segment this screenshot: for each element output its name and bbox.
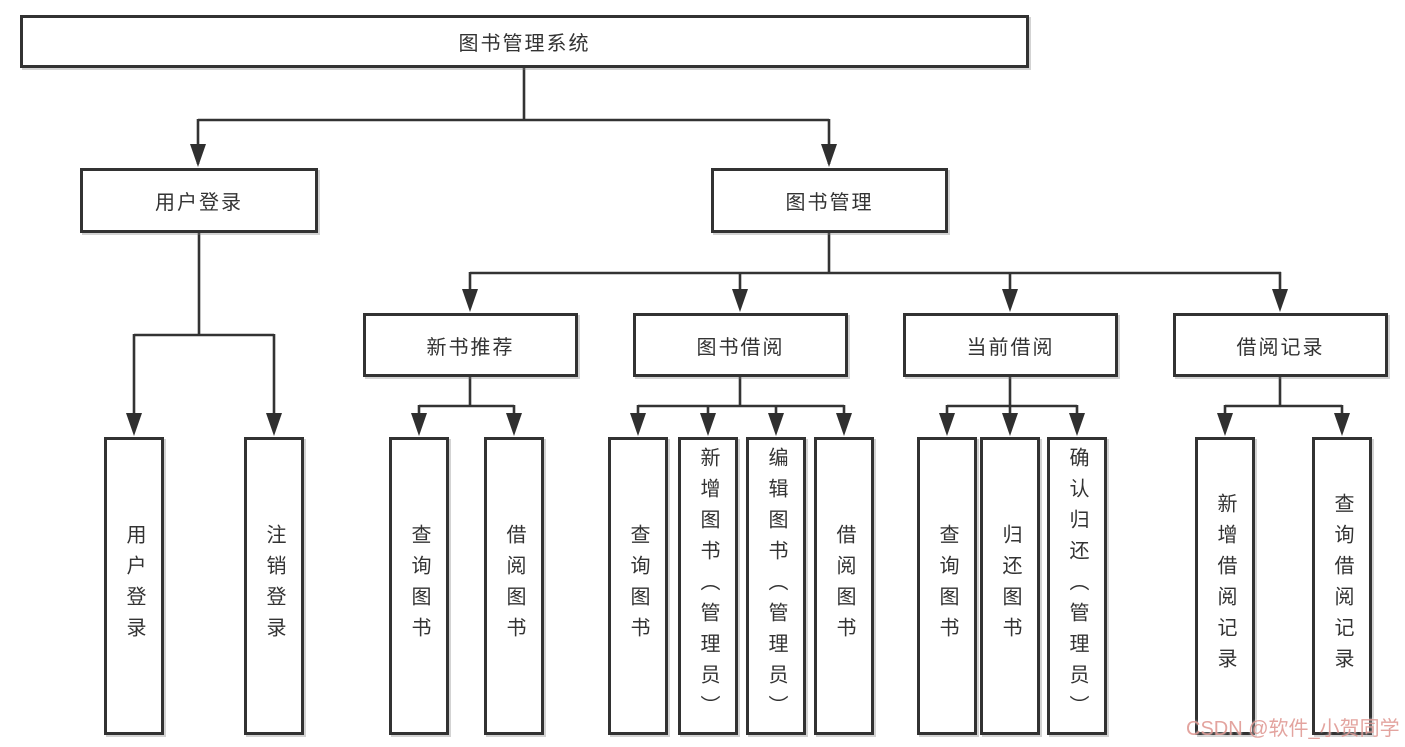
leaf-user-login-label: 用户登录 — [123, 524, 145, 648]
connector-user-login-children — [126, 232, 282, 436]
leaf-query-books-borrow-label: 查询图书 — [627, 524, 649, 648]
leaf-add-books-admin-label: 新增图书（管理员） — [697, 446, 719, 726]
connector-book-management-to-level3 — [462, 232, 1288, 312]
leaf-edit-books-admin: 编辑图书（管理员） — [746, 437, 806, 735]
leaf-add-borrow-record-label: 新增借阅记录 — [1214, 493, 1236, 679]
node-new-book-recommend: 新书推荐 — [363, 313, 578, 377]
leaf-add-books-admin: 新增图书（管理员） — [678, 437, 738, 735]
node-root: 图书管理系统 — [20, 15, 1029, 68]
leaf-add-borrow-record: 新增借阅记录 — [1195, 437, 1255, 735]
connector-root-to-level2 — [190, 68, 837, 167]
leaf-borrow-books-recommend: 借阅图书 — [484, 437, 544, 735]
leaf-query-books-current-label: 查询图书 — [936, 524, 958, 648]
leaf-query-books-recommend: 查询图书 — [389, 437, 449, 735]
leaf-query-books-current: 查询图书 — [917, 437, 977, 735]
leaf-return-books-label: 归还图书 — [999, 524, 1021, 648]
connector-book-borrow-children — [630, 376, 852, 436]
connector-new-book-recommend-children — [411, 376, 522, 436]
node-root-label: 图书管理系统 — [458, 33, 591, 55]
leaf-logout: 注销登录 — [244, 437, 304, 735]
connector-current-borrow-children — [939, 376, 1085, 436]
node-new-book-recommend-label: 新书推荐 — [426, 336, 515, 359]
node-current-borrow: 当前借阅 — [903, 313, 1118, 377]
node-user-login: 用户登录 — [80, 168, 318, 233]
leaf-logout-label: 注销登录 — [263, 524, 285, 648]
leaf-user-login: 用户登录 — [104, 437, 164, 735]
leaf-borrow-books-recommend-label: 借阅图书 — [503, 524, 525, 648]
connector-borrow-records-children — [1217, 376, 1350, 436]
leaf-return-books: 归还图书 — [980, 437, 1040, 735]
leaf-query-books-borrow: 查询图书 — [608, 437, 668, 735]
leaf-query-borrow-record: 查询借阅记录 — [1312, 437, 1372, 735]
node-current-borrow-label: 当前借阅 — [966, 336, 1055, 359]
node-book-management-label: 图书管理 — [785, 192, 874, 214]
node-user-login-label: 用户登录 — [155, 192, 243, 214]
node-borrow-records-label: 借阅记录 — [1236, 336, 1325, 359]
leaf-confirm-return-admin-label: 确认归还（管理员） — [1066, 446, 1088, 726]
leaf-query-books-recommend-label: 查询图书 — [408, 524, 430, 648]
leaf-borrow-books-label: 借阅图书 — [833, 524, 855, 648]
leaf-confirm-return-admin: 确认归还（管理员） — [1047, 437, 1107, 735]
leaf-edit-books-admin-label: 编辑图书（管理员） — [765, 446, 787, 726]
leaf-query-borrow-record-label: 查询借阅记录 — [1331, 493, 1353, 679]
leaf-borrow-books: 借阅图书 — [814, 437, 874, 735]
csdn-watermark: CSDN @软件_小贺同学 — [1186, 718, 1400, 740]
node-book-borrow: 图书借阅 — [633, 313, 848, 377]
node-book-management: 图书管理 — [711, 168, 948, 233]
node-book-borrow-label: 图书借阅 — [696, 336, 785, 359]
node-borrow-records: 借阅记录 — [1173, 313, 1388, 377]
